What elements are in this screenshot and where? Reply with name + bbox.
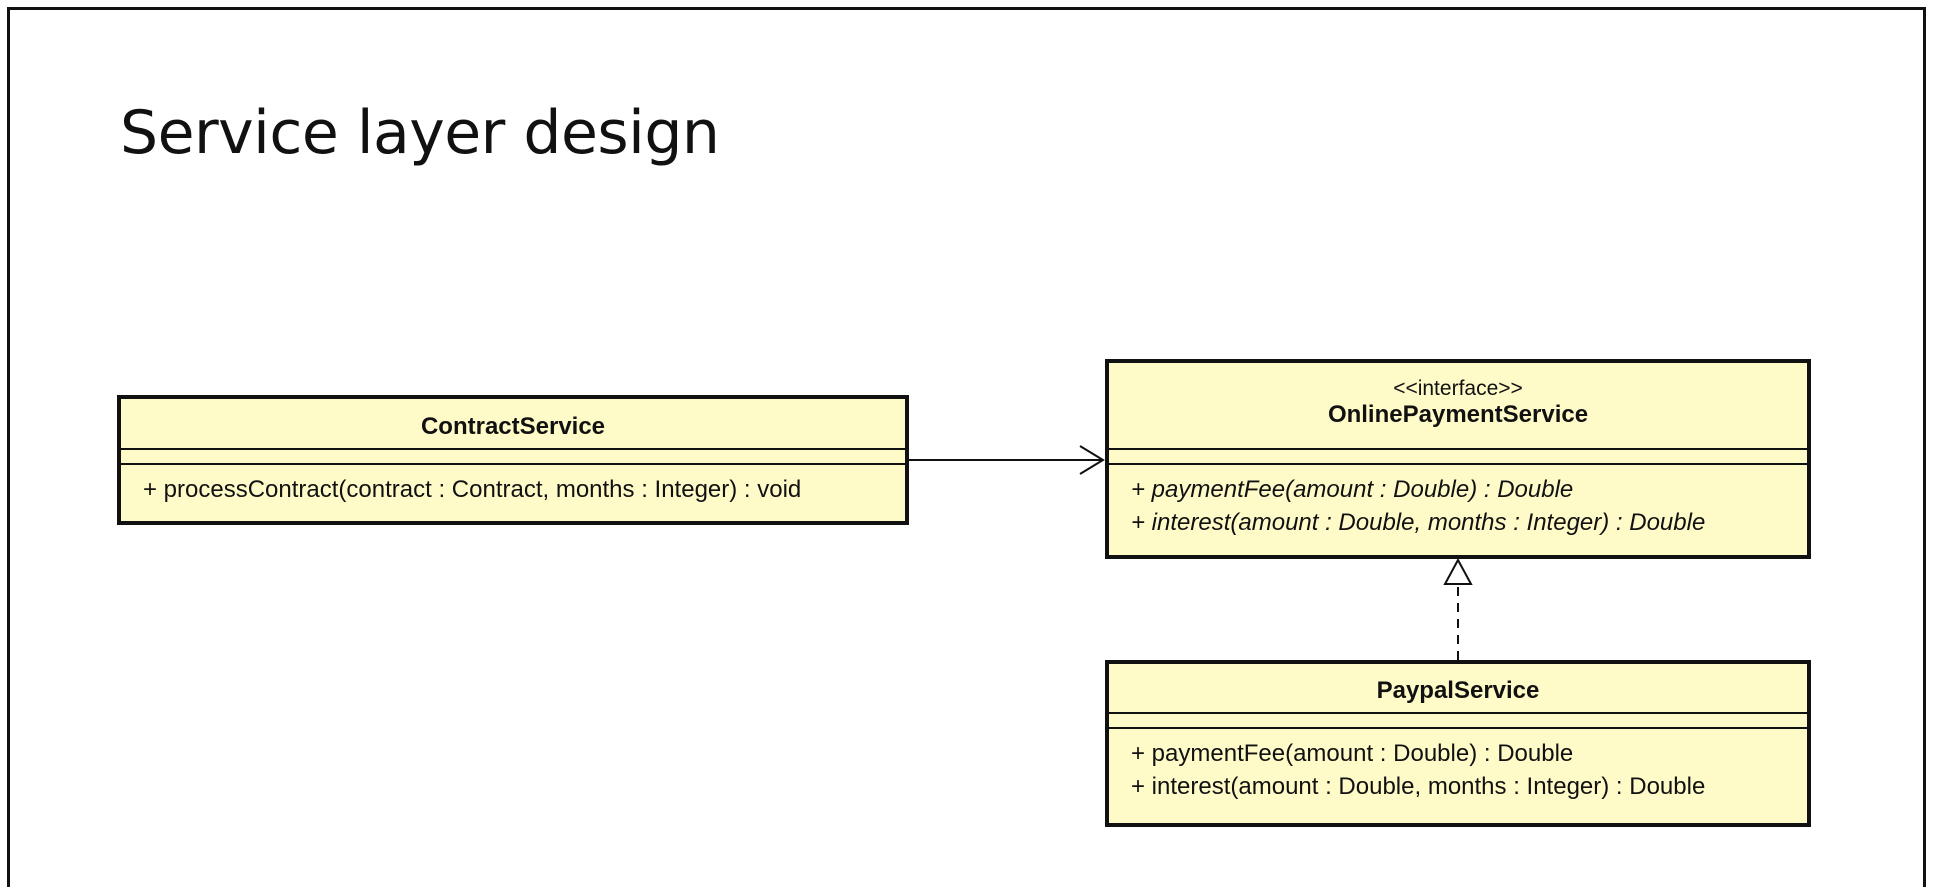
operation: + interest(amount : Double, months : Int… xyxy=(1131,773,1706,800)
operations-compartment: + paymentFee(amount : Double) : Double +… xyxy=(1109,465,1807,539)
class-header: <<interface>> OnlinePaymentService xyxy=(1109,363,1807,448)
class-name: PaypalService xyxy=(1376,677,1540,704)
attributes-compartment xyxy=(1109,448,1807,465)
attributes-compartment xyxy=(121,448,905,465)
operations-compartment: + processContract(contract : Contract, m… xyxy=(121,465,905,506)
slide-title: Service layer design xyxy=(120,98,720,168)
stereotype-label: <<interface>> xyxy=(1393,377,1523,400)
operations-compartment: + paymentFee(amount : Double) : Double +… xyxy=(1109,729,1807,803)
class-header: ContractService xyxy=(121,399,905,448)
class-name: OnlinePaymentService xyxy=(1327,401,1589,428)
operation: + interest(amount : Double, months : Int… xyxy=(1131,509,1706,536)
interface-online-payment-service: <<interface>> OnlinePaymentService + pay… xyxy=(1105,359,1811,559)
class-contract-service: ContractService + processContract(contra… xyxy=(117,395,909,525)
class-header: PaypalService xyxy=(1109,664,1807,712)
operation: + paymentFee(amount : Double) : Double xyxy=(1131,476,1574,503)
operation: + paymentFee(amount : Double) : Double xyxy=(1131,740,1574,767)
operation: + processContract(contract : Contract, m… xyxy=(143,476,802,503)
attributes-compartment xyxy=(1109,712,1807,729)
class-paypal-service: PaypalService + paymentFee(amount : Doub… xyxy=(1105,660,1811,827)
class-name: ContractService xyxy=(420,413,606,440)
